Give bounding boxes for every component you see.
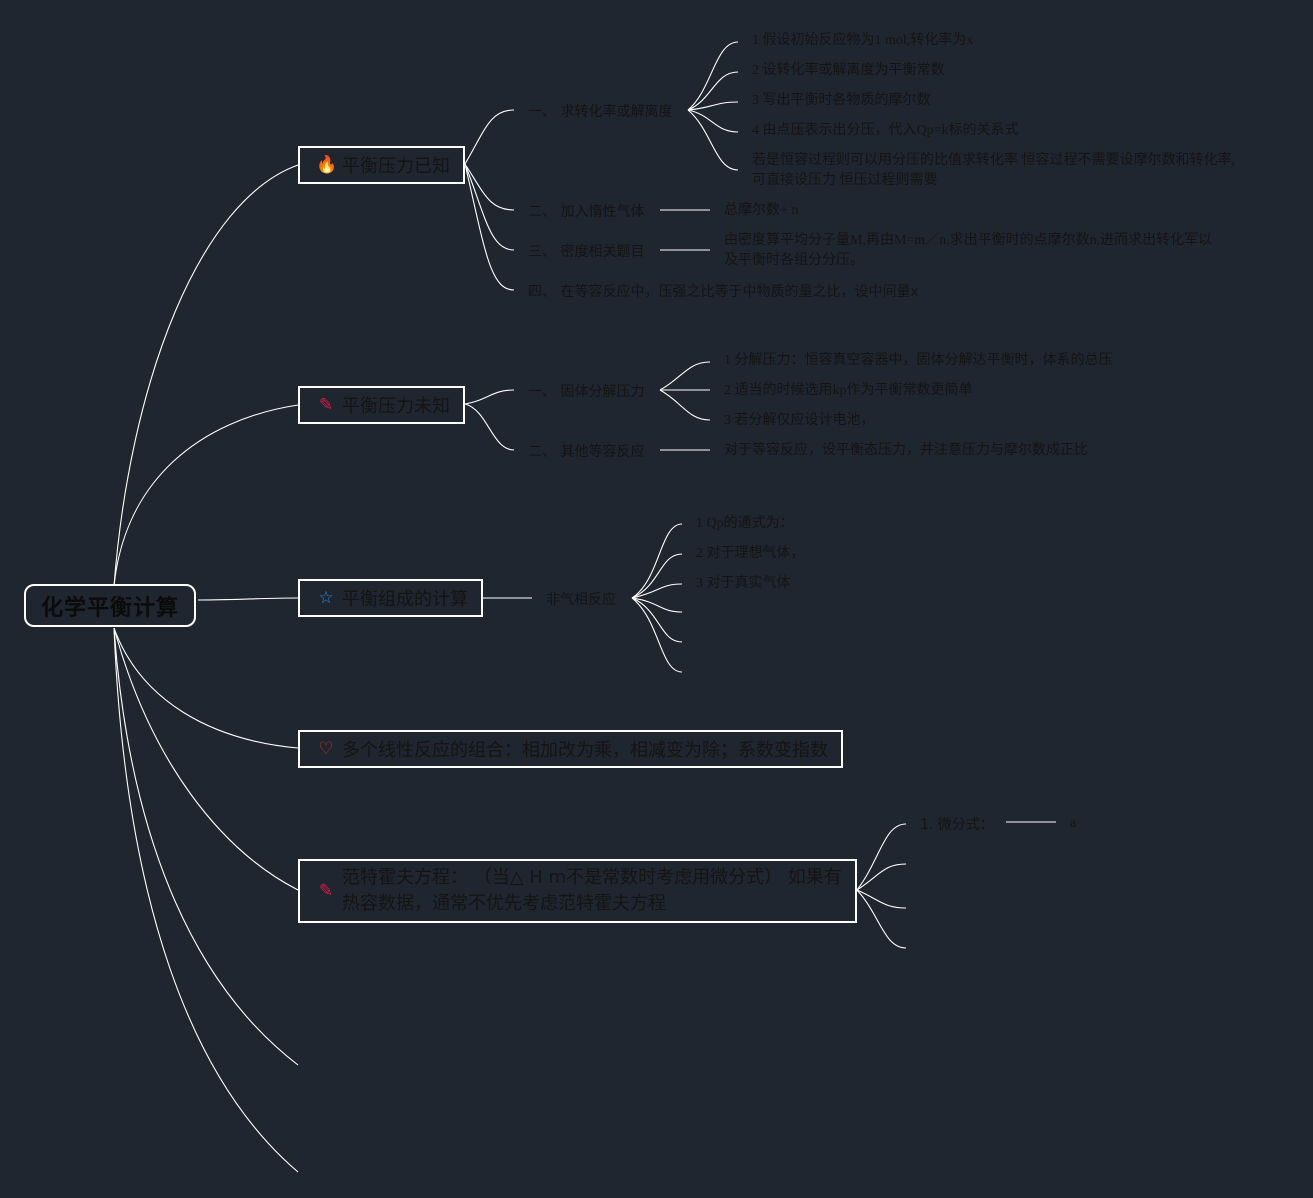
b2-sub2-detail[interactable]: 对于等容反应，设平衡态压力，并注意压力与摩尔数成正比 (724, 443, 1088, 458)
link-b1-sub3 (464, 163, 515, 251)
link-b1-item1 (687, 41, 739, 111)
link-root-empty-2 (113, 627, 299, 1173)
b3-sub1-label[interactable]: 非气相反应 (546, 592, 616, 608)
branch-equilibrium-composition[interactable]: ☆ 平衡组成的计算 (298, 579, 483, 617)
b5-sub1-label[interactable]: 1. 微分式： (920, 817, 994, 833)
link-root-b3 (197, 597, 299, 601)
b1-sub1-label[interactable]: 一、 求转化率或解离度 (528, 104, 673, 120)
link-b3-item4 (631, 597, 683, 613)
link-b3-item6 (631, 597, 683, 673)
b2-sub1-item-3[interactable]: 3 若分解仅应设计电池， (724, 413, 875, 428)
b1-sub1-item-2[interactable]: 2 设转化率或解离度为平衡常数 (752, 63, 945, 78)
link-b5-sub4 (856, 889, 907, 949)
link-b3-item1 (631, 523, 683, 599)
branch-balance-pressure-unknown[interactable]: ✎ 平衡压力未知 (298, 386, 465, 424)
b1-sub1-item-5-line1: 若是恒容过程则可以用分压的比值求转化率 恒容过程不需要设摩尔数和转化率, (752, 153, 1235, 168)
link-b1-item4 (687, 109, 739, 133)
branch-label: 范特霍夫方程： （当△ H m不是常数时考虑用微分式） 如果有热容数据，通常不优… (342, 867, 842, 914)
link-b1-sub1 (464, 109, 515, 165)
b1-sub1-item-1[interactable]: 1 假设初始反应物为1 mol,转化率为x (752, 33, 974, 48)
fire-icon: 🔥 (316, 155, 338, 175)
link-root-b5 (113, 627, 299, 891)
link-b3-item5 (631, 597, 683, 643)
star-icon: ☆ (318, 588, 334, 608)
b1-sub1-item-4[interactable]: 4 由点压表示出分压，代入Qp=k标的关系式 (752, 123, 1019, 138)
branch-vant-hoff-equation[interactable]: ✎ 范特霍夫方程： （当△ H m不是常数时考虑用微分式） 如果有热容数据，通常… (298, 859, 857, 923)
link-b1-sub4 (464, 163, 515, 291)
b2-sub2-label[interactable]: 二、 其他等容反应 (528, 444, 645, 460)
branch-label: 多个线性反应的组合：相加改为乘，相减变为除；系数变指数 (342, 740, 828, 761)
b1-sub1-item-3[interactable]: 3 写出平衡时各物质的摩尔数 (752, 93, 931, 108)
branch-label: 平衡压力已知 (342, 156, 450, 177)
b3-sub1-item-3[interactable]: 3 对于真实气体 (696, 576, 791, 591)
b1-sub1-item-5[interactable]: 若是恒容过程则可以用分压的比值求转化率 恒容过程不需要设摩尔数和转化率, 可直接… (752, 151, 1235, 191)
b2-sub1-item-2[interactable]: 2 适当的时候选用kp作为平衡常数更简单 (724, 383, 973, 398)
pencil-sparkle-icon: ✎ (318, 395, 334, 415)
b2-sub1-label[interactable]: 一、 固体分解压力 (528, 384, 645, 400)
heart-icon: ♡ (318, 739, 334, 759)
link-root-b2 (113, 404, 299, 587)
b1-sub3-label[interactable]: 三、 密度相关题目 (528, 244, 645, 260)
root-label: 化学平衡计算 (40, 595, 179, 621)
b1-sub3-detail-line2: 及平衡时各组分分压。 (724, 253, 864, 268)
b1-sub2-detail[interactable]: 总摩尔数+ n (724, 203, 799, 218)
link-b2-item3 (659, 389, 711, 421)
link-root-b1 (113, 164, 299, 587)
branch-label: 平衡压力未知 (342, 396, 450, 417)
link-b1-item5 (687, 109, 739, 171)
link-b3-item2 (631, 553, 683, 599)
link-b1-sub2 (464, 163, 515, 211)
b5-sub1-detail[interactable]: a (1070, 816, 1077, 831)
pencil-sparkle-icon: ✎ (318, 881, 334, 901)
link-root-empty-1 (113, 627, 299, 1066)
link-b3-item3 (631, 583, 683, 599)
branch-label: 平衡组成的计算 (342, 589, 468, 610)
link-b1-item2 (687, 71, 739, 111)
b1-sub3-detail[interactable]: 由密度算平均分子量M,再由M=m／n,求出平衡时的点摩尔数n,进而求出转化军以 … (724, 231, 1212, 271)
link-b2-sub2 (464, 403, 515, 451)
root-node[interactable]: 化学平衡计算 (24, 584, 196, 627)
b1-sub3-detail-line1: 由密度算平均分子量M,再由M=m／n,求出平衡时的点摩尔数n,进而求出转化军以 (724, 233, 1213, 248)
link-b5-sub1 (856, 823, 907, 891)
b3-sub1-item-1[interactable]: 1 Qp的通式为： (696, 516, 794, 531)
b1-sub1-item-5-line2: 可直接设压力 恒压过程则需要 (752, 173, 938, 188)
link-b2-sub1 (464, 389, 515, 405)
link-root-b4 (113, 627, 299, 749)
b3-sub1-item-2[interactable]: 2 对于理想气体， (696, 546, 805, 561)
link-b2-item1 (659, 361, 711, 391)
link-b5-sub2 (856, 863, 907, 891)
b2-sub1-item-1[interactable]: 1 分解压力：恒容真空容器中，固体分解达平衡时，体系的总压 (724, 353, 1113, 368)
link-b5-sub3 (856, 889, 907, 909)
branch-balance-pressure-known[interactable]: 🔥 平衡压力已知 (298, 146, 465, 184)
branch-linear-reaction-combination[interactable]: ♡ 多个线性反应的组合：相加改为乘，相减变为除；系数变指数 (298, 730, 843, 768)
link-b1-item3 (687, 101, 739, 111)
b1-sub4-label[interactable]: 四、 在等容反应中，压强之比等于中物质的量之比，设中间量x (528, 284, 919, 300)
b1-sub2-label[interactable]: 二、 加入惰性气体 (528, 204, 645, 220)
